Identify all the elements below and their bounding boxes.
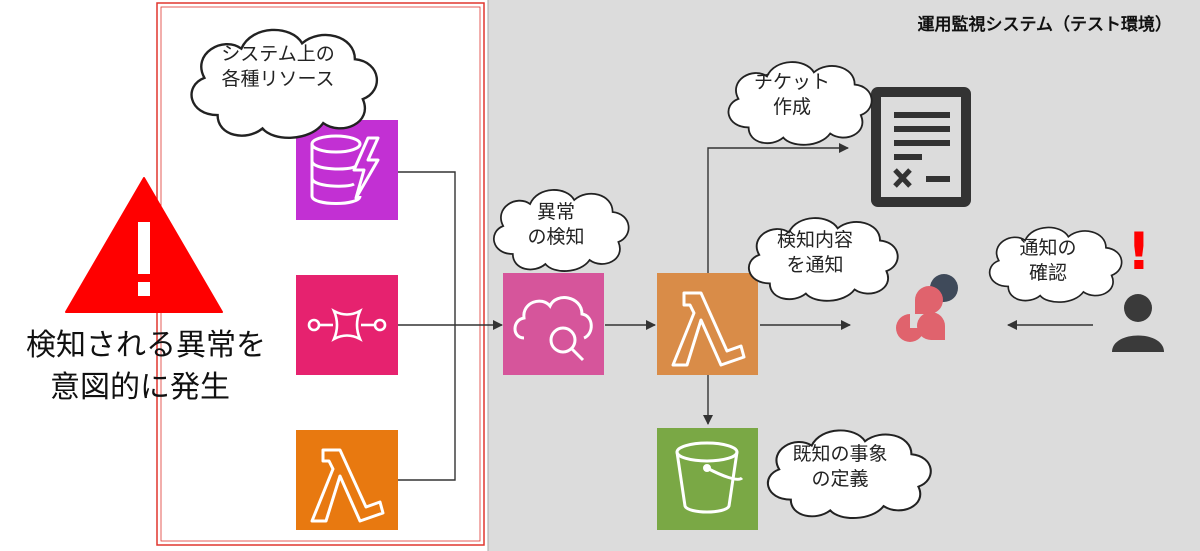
ticket-cloud-line2: 作成: [772, 96, 811, 118]
resource-connectors: [398, 171, 456, 481]
lambda-icon: [296, 430, 398, 530]
known-cloud-text: 既知の事象 の定義: [770, 442, 910, 492]
notify-cloud-line1: 検知内容: [776, 229, 853, 251]
ticket-document-icon: [871, 87, 971, 207]
detection-cloud-text: 異常 の検知: [500, 200, 612, 250]
user-icon: [1112, 294, 1164, 352]
detection-cloud-line2: の検知: [527, 226, 585, 248]
detection-cloud-line1: 異常: [536, 201, 575, 223]
notification-service-icon: [896, 274, 958, 342]
resources-cloud-text: システム上の 各種リソース: [198, 42, 358, 92]
confirm-cloud-text: 通知の 確認: [992, 236, 1104, 286]
warning-text-line2: 意図的に発生: [50, 370, 230, 405]
lambda-main-icon: [657, 273, 758, 375]
alert-mark: !: [1127, 222, 1151, 282]
ticket-cloud-line1: チケット: [753, 71, 830, 93]
arrow-to-ticket: [707, 143, 849, 273]
resources-cloud-line2: 各種リソース: [221, 68, 335, 90]
ticket-cloud-text: チケット 作成: [732, 70, 852, 120]
confirm-cloud-line2: 確認: [1028, 262, 1067, 284]
system-label: 運用監視システム（テスト環境）: [917, 15, 1173, 35]
known-cloud-line2: の定義: [811, 468, 869, 490]
warning-icon: [65, 177, 223, 313]
notify-cloud-line2: を通知: [786, 254, 844, 276]
notify-cloud-text: 検知内容 を通知: [754, 228, 876, 278]
warning-text-line1: 検知される異常を: [26, 328, 266, 363]
sqs-icon: [296, 275, 398, 375]
dynamodb-icon: [296, 120, 398, 220]
resources-cloud-line1: システム上の: [221, 43, 335, 65]
cloudwatch-icon: [503, 273, 604, 375]
confirm-cloud-line1: 通知の: [1019, 237, 1077, 259]
known-cloud-line1: 既知の事象: [792, 443, 888, 465]
s3-bucket-icon: [657, 428, 758, 530]
